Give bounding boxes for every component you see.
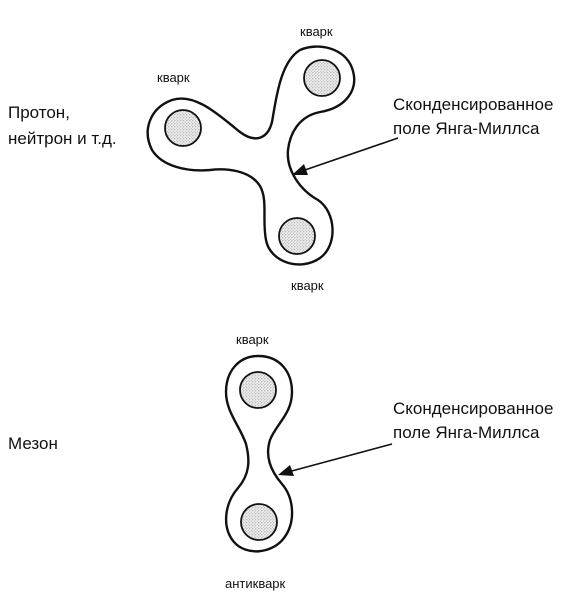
proton-diagram: кварк кварк кварк Протон, нейтрон и т.д.…: [8, 24, 553, 293]
meson-field-label-line2: поле Янга-Миллса: [393, 423, 540, 442]
proton-field-label-line2: поле Янга-Миллса: [393, 119, 540, 138]
meson-field-arrow-head: [278, 465, 294, 476]
proton-field-arrow: [301, 137, 399, 172]
proton-field-label-line1: Сконденсированное: [393, 95, 553, 114]
proton-quark-bottom: [278, 217, 316, 255]
meson-field-arrow: [287, 443, 393, 473]
meson-quark-top: [239, 371, 277, 409]
proton-quark-left-label: кварк: [157, 70, 190, 85]
proton-quark-top: [303, 59, 341, 97]
proton-label-line2: нейтрон и т.д.: [8, 129, 117, 148]
meson-antiquark-label: антикварк: [225, 576, 286, 591]
meson-label: Мезон: [8, 434, 58, 453]
proton-flux-tube-outline: [146, 45, 356, 266]
meson-flux-tube-outline: [224, 354, 294, 553]
proton-field-arrow-head: [292, 164, 308, 175]
meson-diagram: кварк антикварк Мезон Сконденсированное …: [8, 332, 553, 591]
meson-field-label-line1: Сконденсированное: [393, 399, 553, 418]
meson-antiquark-bottom: [240, 503, 278, 541]
proton-quark-bottom-label: кварк: [291, 278, 324, 293]
proton-quark-top-label: кварк: [300, 24, 333, 39]
proton-quark-left: [164, 109, 202, 147]
meson-quark-top-label: кварк: [236, 332, 269, 347]
proton-label-line1: Протон,: [8, 103, 70, 122]
